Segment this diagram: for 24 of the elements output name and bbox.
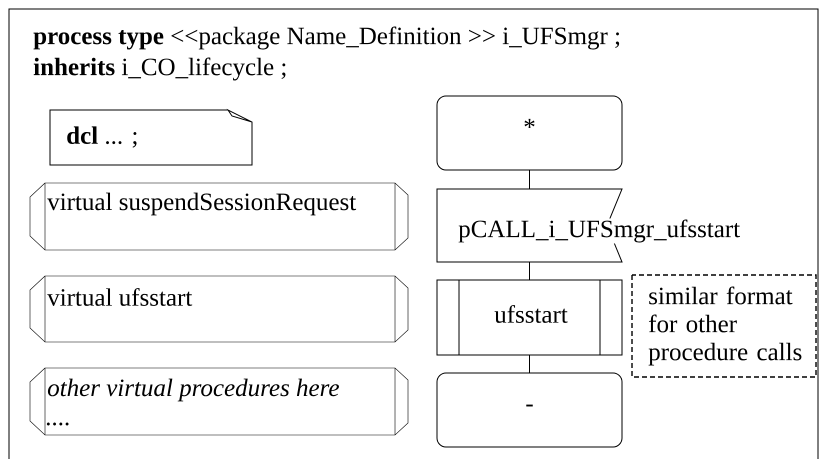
label-text: .... [46, 422, 69, 426]
heading-text: process type <<package Name_Definition >> i_UFSmgr ; [34, 26, 620, 50]
heading-text: inherits i_CO_lifecycle ; [34, 58, 286, 80]
process-frame [8, 8, 818, 459]
procedure-box [30, 182, 408, 250]
state-box [436, 96, 622, 170]
label-text: dcl ... ; [67, 126, 136, 148]
procedure-box [30, 276, 408, 342]
procedure-call-box [436, 280, 622, 356]
comment-text: similar format for other procedure calls [648, 286, 802, 366]
label-text: virtual suspendSessionRequest [47, 192, 356, 216]
label-text: pCALL_i_UFSmgr_ufsstart [457, 218, 742, 244]
comment-box [631, 274, 817, 378]
state-box [436, 372, 622, 448]
connector-line [529, 262, 530, 280]
label-text: virtual ufsstart [47, 288, 192, 306]
procedure-box [30, 368, 408, 436]
connector-line [529, 170, 530, 190]
label-text: other virtual procedures here [48, 378, 339, 402]
label-text: ufsstart [494, 305, 568, 323]
label-text: * [524, 118, 535, 128]
label-text: - [526, 404, 533, 406]
connector-line [529, 354, 530, 374]
declaration-box [50, 108, 252, 166]
